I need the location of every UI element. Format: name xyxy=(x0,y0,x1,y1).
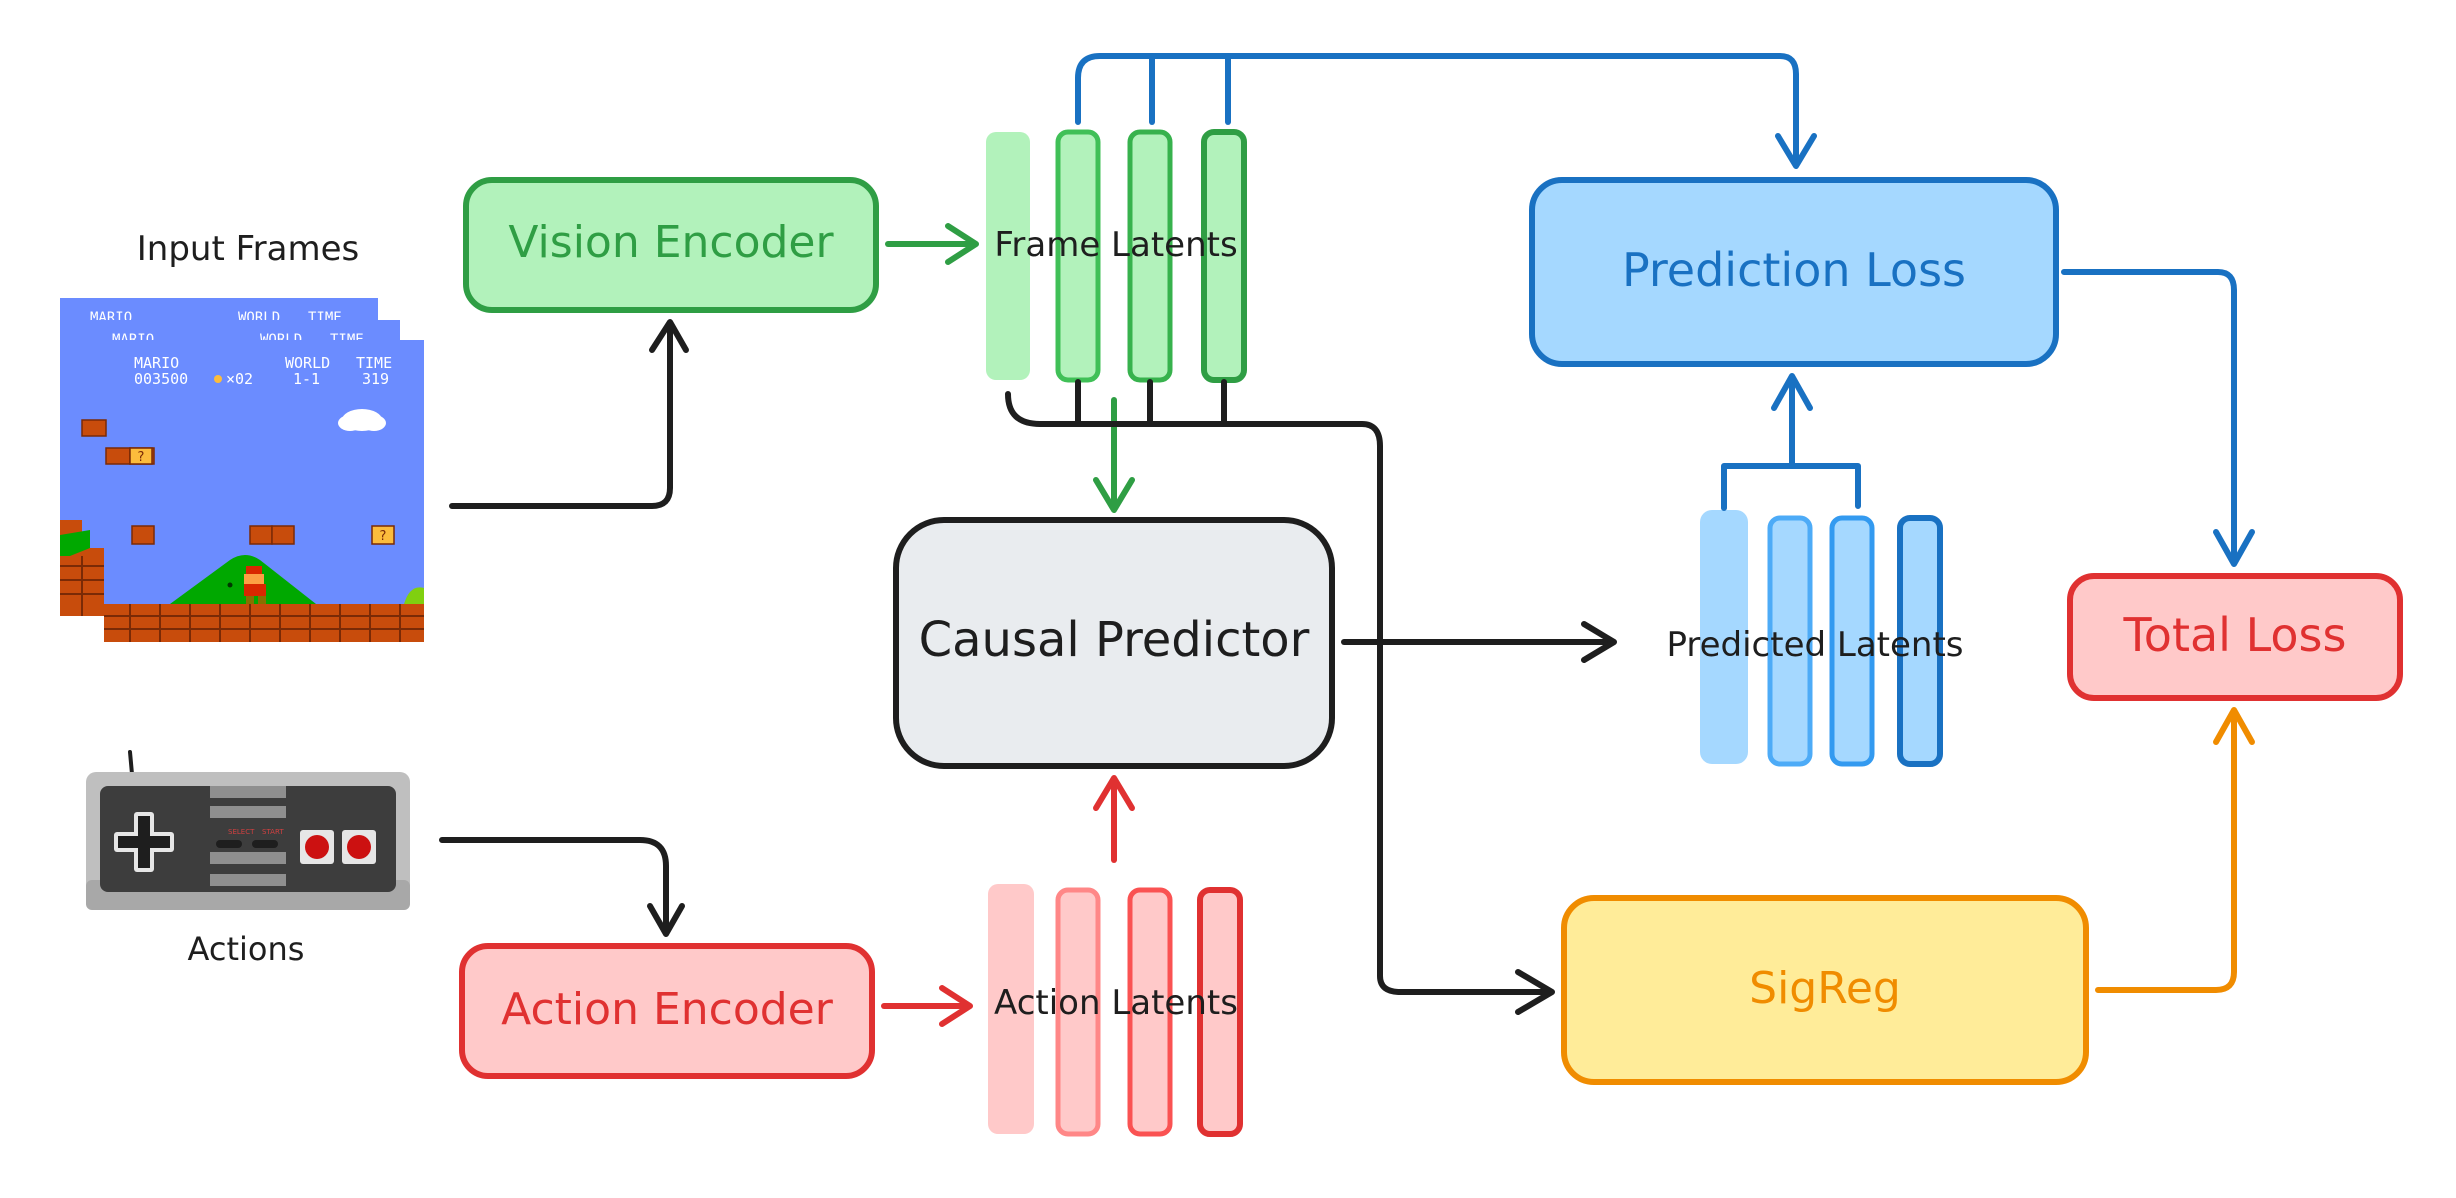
action-latent-bar xyxy=(988,884,1034,1134)
hud-score: 003500 xyxy=(134,370,188,388)
prediction-loss-box: Prediction Loss xyxy=(1529,177,2059,367)
predicted-latent-bar xyxy=(1897,515,1943,767)
total-loss-label: Total Loss xyxy=(2123,608,2347,662)
mario-sprite-icon xyxy=(244,566,266,604)
svg-text:?: ? xyxy=(380,529,387,544)
action-latent-bar xyxy=(1197,887,1243,1137)
prediction-loss-label: Prediction Loss xyxy=(1622,243,1966,297)
question-block-icon: ? ? xyxy=(129,447,395,545)
sigreg-label: SigReg xyxy=(1749,963,1901,1014)
arrow-sigreg-to-total-loss xyxy=(2095,707,2255,993)
svg-text:?: ? xyxy=(138,450,145,465)
causal-predictor-label: Causal Predictor xyxy=(919,612,1310,668)
arrow-action-latents-to-predictor xyxy=(1093,775,1135,863)
hud-player: MARIO xyxy=(134,354,179,372)
frame-front: MARIO 003500 ×02 WORLD 1-1 TIME 319 xyxy=(60,340,424,642)
arrow-frame-latents-to-predictor xyxy=(1093,397,1135,513)
frame-latents-group: Frame Latents xyxy=(986,129,1247,383)
arrow-frame-latents-to-sigreg xyxy=(1005,379,1555,1015)
frame-latent-bar xyxy=(986,132,1030,380)
hud-time-label: TIME xyxy=(356,354,392,372)
arrow-action-encoder-to-action-latents xyxy=(881,985,973,1027)
predicted-latents-label: Predicted Latents xyxy=(1666,625,1963,665)
hud-time-value: 319 xyxy=(362,370,389,388)
ground-bricks xyxy=(104,604,424,642)
predicted-latent-bar xyxy=(1700,510,1748,764)
ab-buttons-icon xyxy=(300,830,376,864)
input-frames-stack: MARIO WORLD TIME MARIO WORLD TIME MARIO … xyxy=(60,298,424,642)
hill-icon xyxy=(170,555,316,604)
arrow-actions-to-action-encoder xyxy=(439,837,685,937)
select-label: SELECT xyxy=(228,828,255,836)
frame-latents-label: Frame Latents xyxy=(994,225,1237,265)
hud-world-value: 1-1 xyxy=(293,370,320,388)
arrow-predictor-to-predicted-latents xyxy=(1341,621,1617,663)
action-latent-bar xyxy=(1055,887,1101,1137)
hud-world-label: WORLD xyxy=(285,354,330,372)
action-latent-bar xyxy=(1127,887,1173,1137)
arrow-frame-latents-to-prediction-loss xyxy=(1075,53,1817,169)
vision-encoder-box: Vision Encoder xyxy=(463,177,879,313)
hud-coins: ×02 xyxy=(226,370,253,388)
select-button xyxy=(216,840,242,848)
nes-controller-icon: SELECT START xyxy=(86,750,410,910)
action-latents-group: Action Latents xyxy=(988,884,1243,1137)
dpad-icon xyxy=(114,812,174,872)
action-encoder-box: Action Encoder xyxy=(459,943,875,1079)
causal-predictor-box: Causal Predictor xyxy=(893,517,1335,769)
arrow-vision-encoder-to-frame-latents xyxy=(885,223,979,265)
arrow-prediction-loss-to-total-loss xyxy=(2061,269,2255,567)
coin-icon xyxy=(214,375,222,383)
actions-label: Actions xyxy=(188,930,305,968)
sigreg-box: SigReg xyxy=(1561,895,2089,1085)
total-loss-box: Total Loss xyxy=(2067,573,2403,701)
vision-encoder-label: Vision Encoder xyxy=(508,217,834,268)
predicted-latent-bar xyxy=(1767,515,1813,767)
arrow-predicted-latents-to-prediction-loss xyxy=(1721,373,1861,511)
arrow-frames-to-vision-encoder xyxy=(449,319,689,509)
start-label: START xyxy=(262,828,284,836)
action-latents-label: Action Latents xyxy=(994,983,1238,1023)
predicted-latent-bar xyxy=(1829,515,1875,767)
start-button xyxy=(252,840,278,848)
action-encoder-label: Action Encoder xyxy=(501,984,834,1035)
input-frames-label: Input Frames xyxy=(137,229,360,269)
cloud-icon xyxy=(338,409,386,431)
predicted-latents-group: Predicted Latents xyxy=(1666,510,1964,767)
